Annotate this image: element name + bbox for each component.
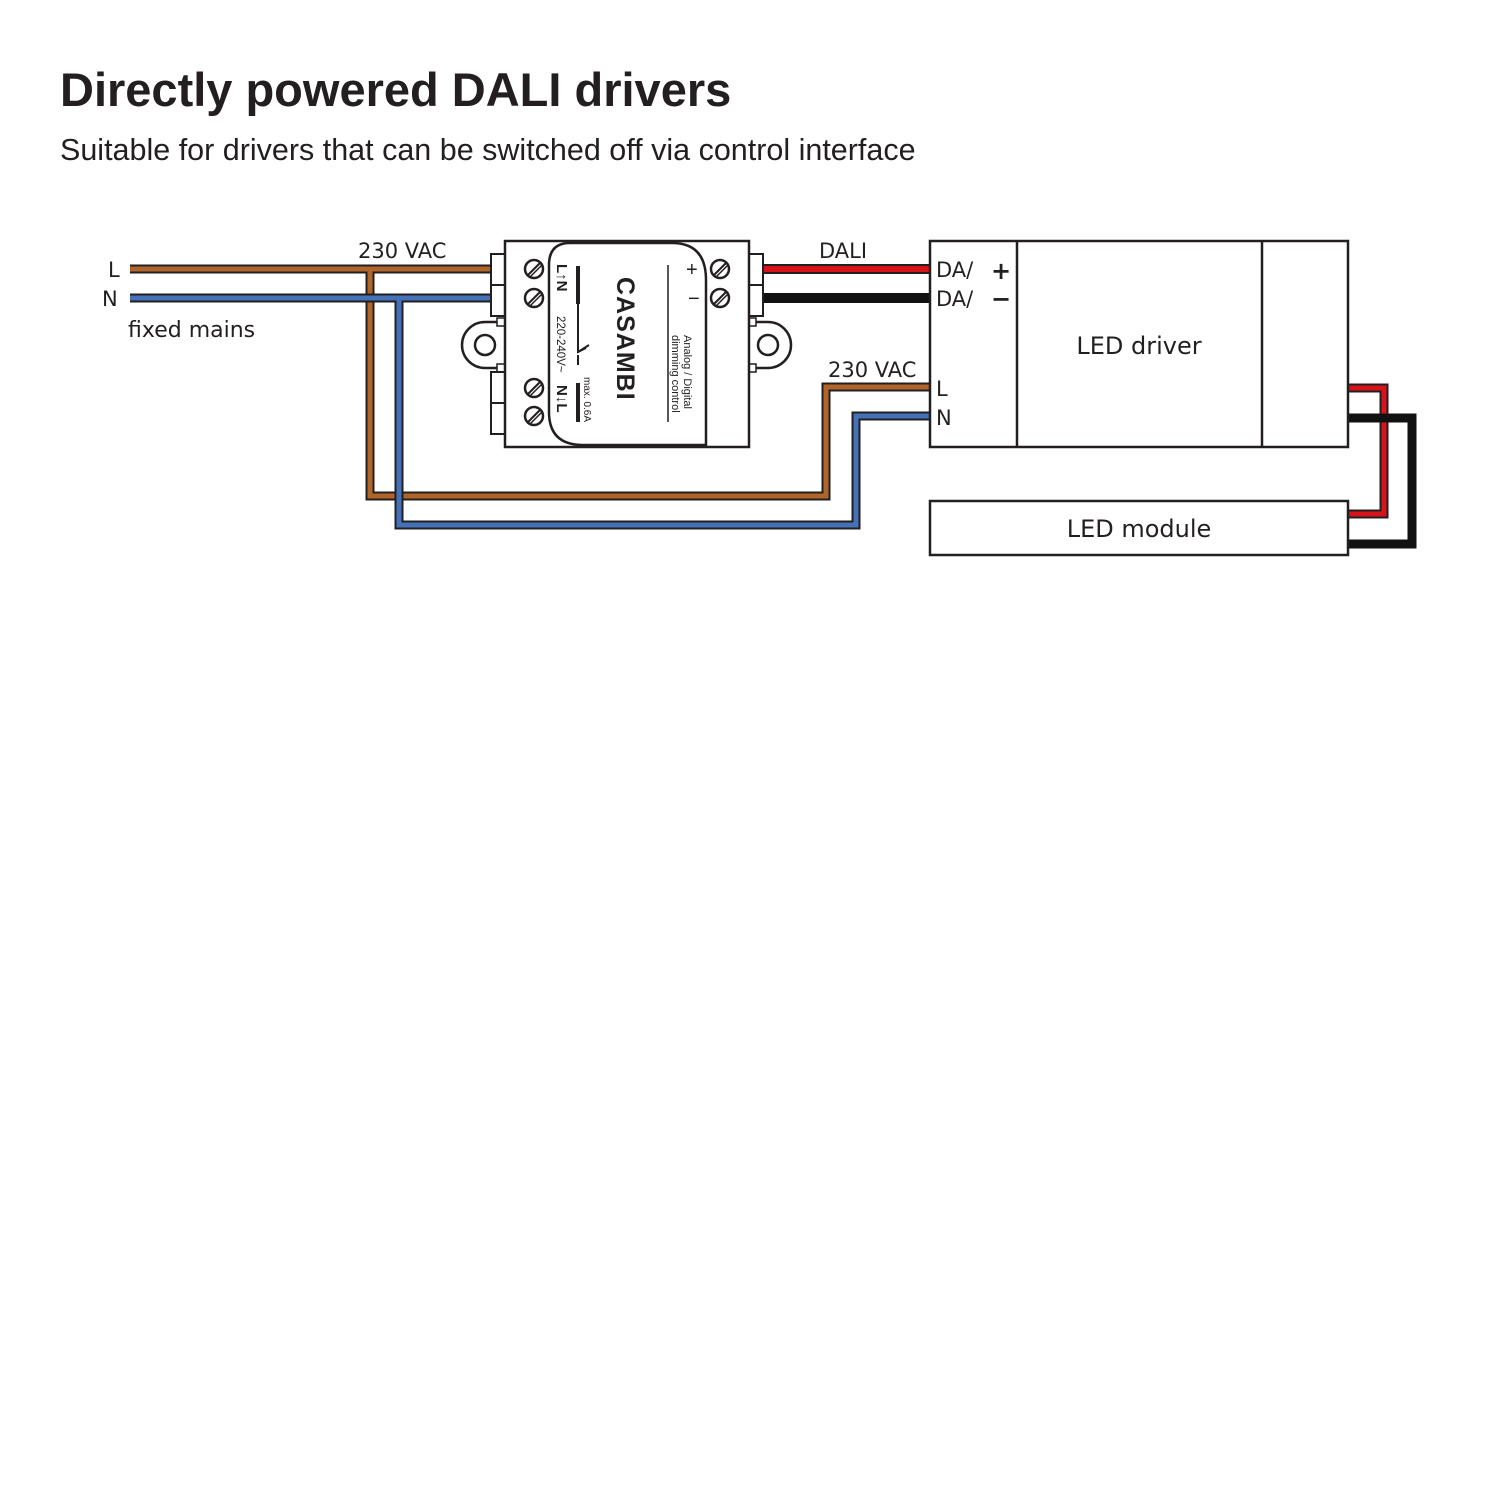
terminal-block — [748, 284, 764, 317]
mains-l-label: L — [108, 258, 120, 282]
module-minus-sign: − — [688, 288, 700, 310]
control-line1: Analog / Digital — [681, 335, 693, 409]
terminal-block — [490, 253, 506, 286]
left-mounting-ear — [460, 317, 506, 373]
led-module-title: LED module — [1067, 515, 1212, 543]
da-plus-sign: + — [991, 257, 1011, 285]
screw-icon — [523, 377, 545, 399]
relay-switch-icon — [576, 266, 590, 422]
driver-supply-label: 230 VAC — [828, 358, 916, 382]
fixed-mains-caption: fixed mains — [128, 318, 255, 343]
terminal-block — [490, 402, 506, 435]
led-plus-wire — [1348, 383, 1389, 519]
input-label-bottom: N↓L — [553, 385, 570, 413]
led-driver-body — [928, 239, 1350, 449]
neutral-wire — [130, 293, 930, 530]
led-module[interactable]: LED module — [928, 499, 1350, 557]
module-plus-sign: + — [686, 259, 698, 281]
led-driver[interactable]: DA/ + DA/ − L N LED driver — [928, 239, 1350, 449]
screw-icon — [523, 258, 545, 280]
terminal-block — [490, 284, 506, 317]
da-plus-label: DA/ — [936, 258, 974, 282]
screw-icon — [709, 287, 731, 309]
led-minus-wire — [1348, 413, 1417, 549]
page-title: Directly powered DALI drivers — [60, 63, 732, 116]
driver-n-label: N — [936, 406, 952, 430]
casambi-module[interactable]: L↑N 220-240V~ N↓L max. 0.6A CASAMBI Anal… — [460, 239, 793, 449]
led-module-body — [928, 499, 1350, 557]
module-label-panel — [547, 241, 708, 447]
screw-icon — [709, 258, 731, 280]
mains-n-label: N — [102, 287, 118, 311]
live-wire — [130, 264, 930, 501]
da-minus-label: DA/ — [936, 287, 974, 311]
current-rating: max. 0.6A — [581, 377, 592, 422]
screw-icon — [523, 287, 545, 309]
terminal-block — [490, 371, 506, 404]
led-driver-title: LED driver — [1076, 332, 1201, 360]
da-minus-sign: − — [991, 285, 1011, 313]
voltage-rating: 220-240V~ — [554, 316, 566, 373]
input-label-top: L↑N — [553, 264, 570, 292]
driver-l-label: L — [936, 377, 948, 401]
control-line2: dimming control — [669, 335, 681, 413]
dali-bus-label: DALI — [819, 239, 867, 263]
page-subtitle: Suitable for drivers that can be switche… — [60, 133, 916, 167]
mains-voltage-label: 230 VAC — [358, 239, 446, 263]
right-mounting-ear — [747, 317, 793, 373]
screw-icon — [523, 405, 545, 427]
terminal-block — [748, 253, 764, 286]
casambi-brand: CASAMBI — [611, 277, 639, 401]
